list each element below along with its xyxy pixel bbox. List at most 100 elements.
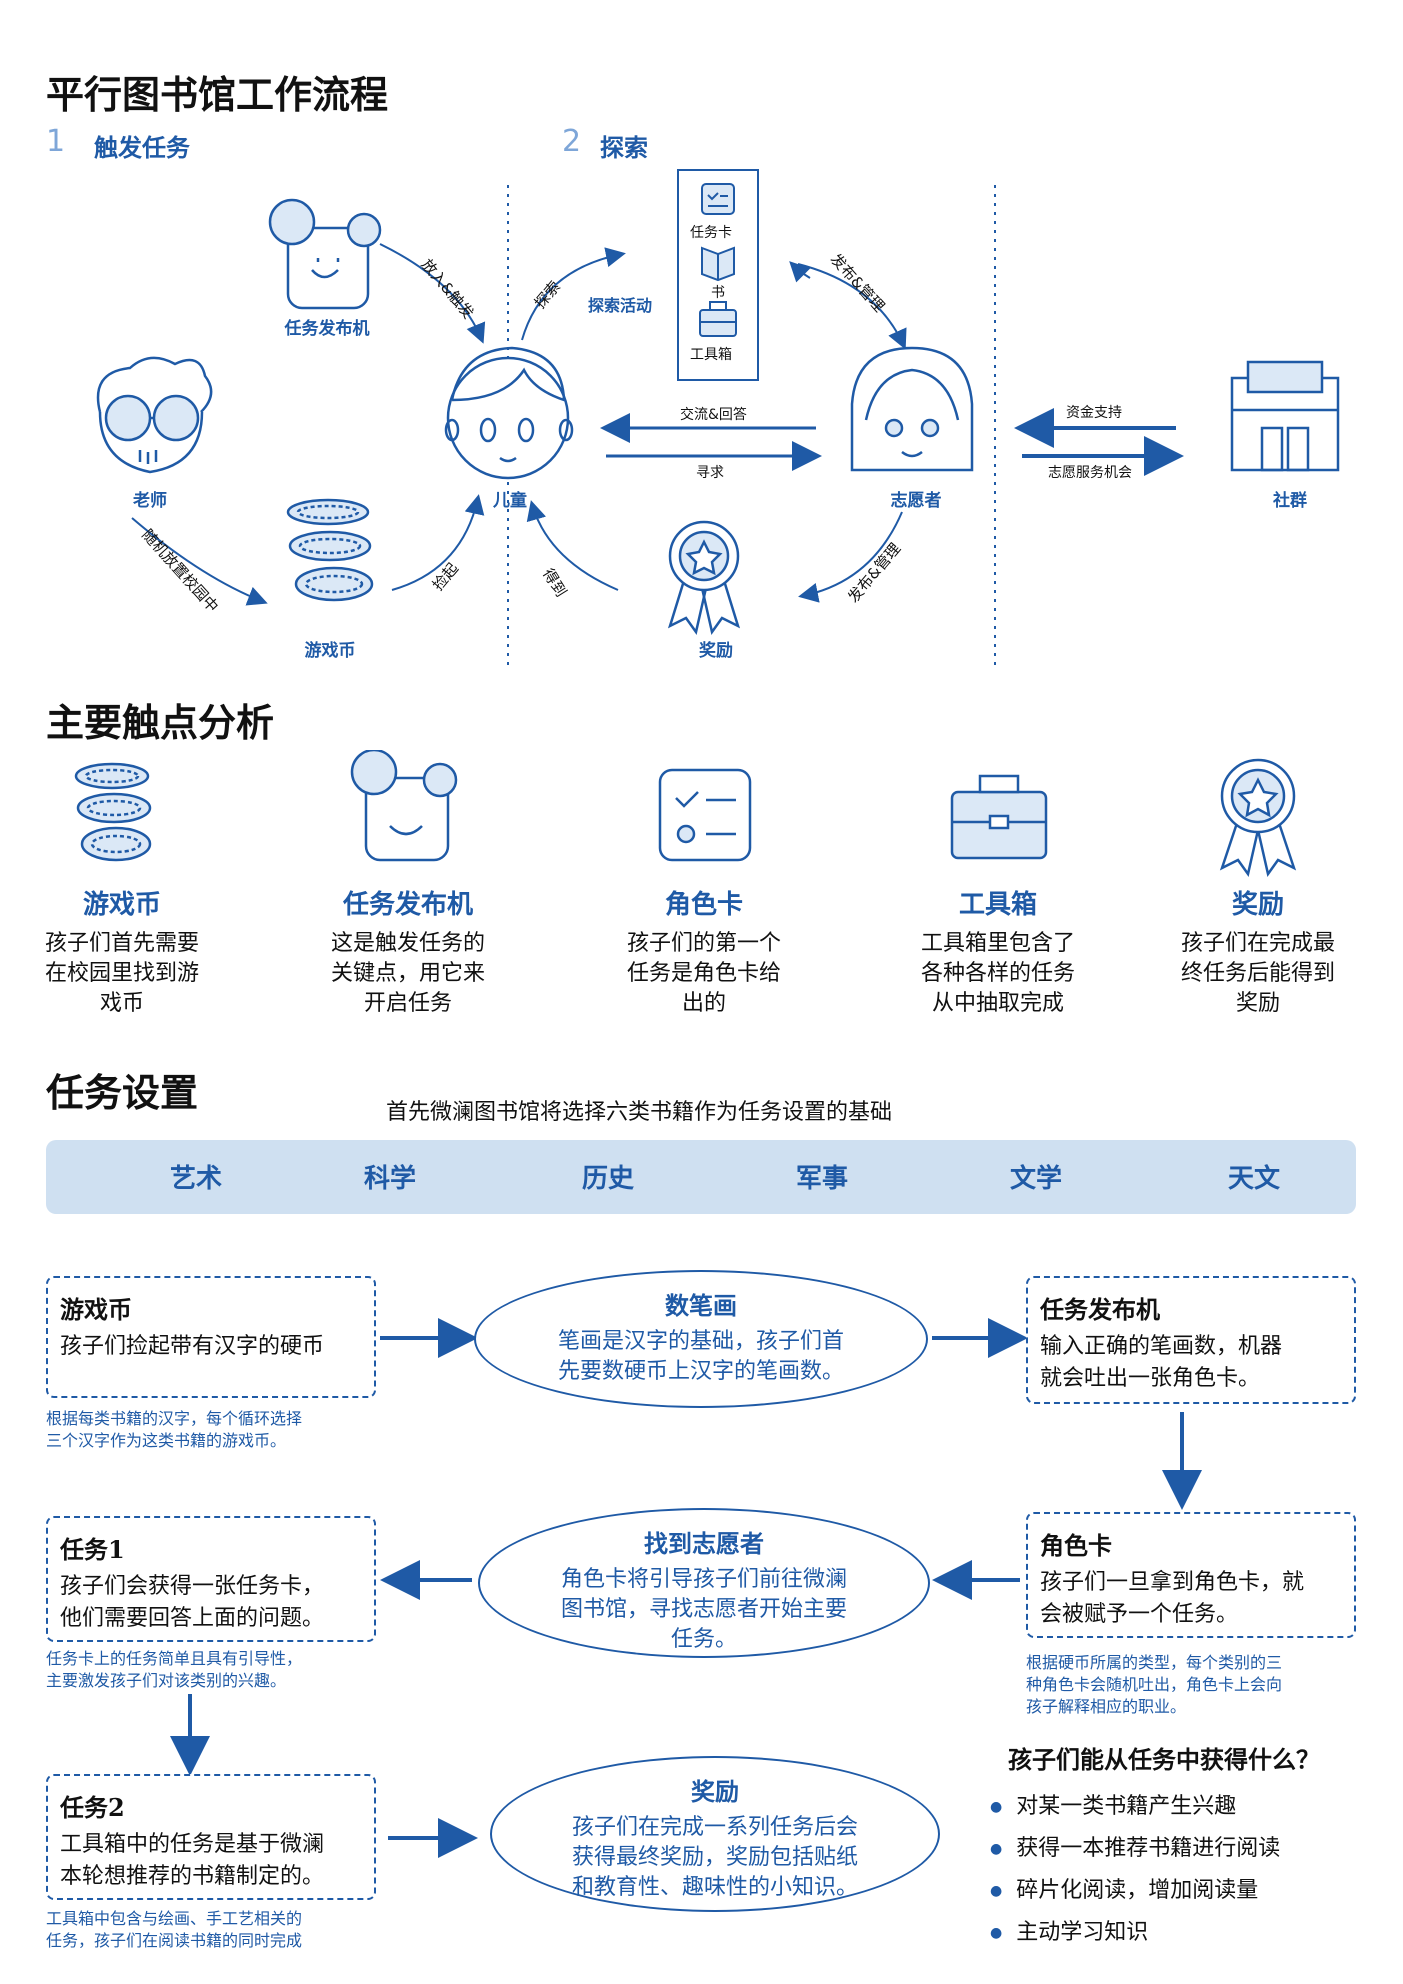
machine-step-box: 任务发布机 输入正确的笔画数，机器 就会吐出一张角色卡。 bbox=[1026, 1276, 1356, 1404]
task-machine-icon bbox=[350, 750, 458, 862]
task1-step-note: 任务卡上的任务简单且具有引导性， 主要激发孩子们对该类别的兴趣。 bbox=[46, 1649, 303, 1690]
task-card-icon bbox=[701, 183, 735, 215]
touchpoint-title: 角色卡 bbox=[664, 890, 743, 920]
task2-step-box: 任务2 工具箱中的任务是基于微澜 本轮想推荐的书籍制定的。 bbox=[46, 1774, 376, 1900]
category-literature: 文学 bbox=[1010, 1164, 1063, 1194]
toolbox-icon bbox=[950, 774, 1048, 860]
coin-step-title: 游戏币 bbox=[60, 1295, 132, 1324]
step-label-trigger: 触发任务 bbox=[94, 133, 190, 162]
task2-step-text: 工具箱中的任务是基于微澜 本轮想推荐的书籍制定的。 bbox=[60, 1832, 325, 1889]
task-machine-icon bbox=[268, 198, 382, 310]
arrow-publish-manage-top bbox=[797, 263, 907, 350]
role-card-step-note: 根据硬币所属的类型，每个类别的三 种角色卡会随机吐出，角色卡上会向 孩子解释相应… bbox=[1026, 1653, 1283, 1716]
book-icon bbox=[701, 246, 735, 282]
child-icon bbox=[444, 346, 574, 480]
coins-icon bbox=[74, 762, 152, 862]
touchpoint-title: 游戏币 bbox=[82, 890, 161, 920]
edge-label-volunteer-opportunity: 志愿服务机会 bbox=[1048, 465, 1132, 481]
role-card-step-title: 角色卡 bbox=[1040, 1531, 1112, 1560]
count-strokes-ellipse: 数笔画 笔画是汉字的基础，孩子们首 先要数硬币上汉字的笔画数。 bbox=[474, 1270, 928, 1408]
find-volunteer-text: 角色卡将引导孩子们前往微澜 图书馆，寻找志愿者开始主要 任务。 bbox=[560, 1567, 847, 1652]
task2-step-title: 任务2 bbox=[60, 1793, 125, 1822]
volunteer-icon bbox=[850, 346, 974, 472]
reward-icon bbox=[667, 520, 741, 635]
touchpoint-role-card: 角色卡 孩子们的第一个 任务是角色卡给 出的 bbox=[604, 884, 804, 1019]
category-science: 科学 bbox=[364, 1164, 417, 1194]
task2-step-note: 工具箱中包含与绘画、手工艺相关的 任务，孩子们在阅读书籍的同时完成 bbox=[46, 1909, 303, 1950]
role-card-step-box: 角色卡 孩子们一旦拿到角色卡，就 会被赋予一个任务。 bbox=[1026, 1512, 1356, 1638]
node-label-coins: 游戏币 bbox=[304, 641, 356, 661]
arrow-pick-up bbox=[391, 494, 485, 591]
arrow-put-trigger bbox=[379, 243, 486, 344]
category-astronomy: 天文 bbox=[1228, 1164, 1281, 1194]
reward-ellipse-title: 奖励 bbox=[691, 1777, 739, 1806]
step-number-2: 2 bbox=[562, 124, 582, 159]
teacher-icon bbox=[96, 356, 213, 474]
category-bar: 艺术 科学 历史 军事 文学 天文 bbox=[46, 1140, 1356, 1214]
edge-label-exchange-answer: 交流&回答 bbox=[680, 407, 747, 423]
gains-item: 碎片化阅读，增加阅读量 bbox=[990, 1870, 1280, 1912]
task1-step-text: 孩子们会获得一张任务卡， 他们需要回答上面的问题。 bbox=[60, 1574, 325, 1631]
section-title-task-setup: 任务设置 bbox=[46, 1070, 199, 1115]
touchpoint-desc: 孩子们的第一个 任务是角色卡给 出的 bbox=[626, 931, 781, 1016]
gains-item: 对某一类书籍产生兴趣 bbox=[990, 1786, 1280, 1828]
edge-label-explore-activity: 探索活动 bbox=[588, 296, 653, 315]
reward-ellipse-text: 孩子们在完成一系列任务后会 获得最终奖励，奖励包括贴纸 和教育性、趣味性的小知识… bbox=[571, 1815, 858, 1900]
role-card-icon bbox=[658, 768, 752, 862]
task1-step-box: 任务1 孩子们会获得一张任务卡， 他们需要回答上面的问题。 bbox=[46, 1516, 376, 1642]
workflow-diagram bbox=[96, 169, 1340, 668]
reward-medal-icon bbox=[1219, 758, 1297, 877]
coin-step-box: 游戏币 孩子们捡起带有汉字的硬币 bbox=[46, 1276, 376, 1398]
panel-label-book: 书 bbox=[711, 285, 725, 301]
touchpoint-title: 奖励 bbox=[1231, 890, 1284, 920]
arrow-obtain bbox=[526, 500, 619, 591]
gains-title: 孩子们能从任务中获得什么？ bbox=[1008, 1745, 1320, 1774]
step-number-1: 1 bbox=[46, 124, 66, 159]
section-title-touchpoints: 主要触点分析 bbox=[46, 700, 275, 745]
coins-icon bbox=[286, 498, 374, 602]
touchpoint-toolbox: 工具箱 工具箱里包含了 各种各样的任务 从中抽取完成 bbox=[898, 884, 1098, 1019]
category-military: 军事 bbox=[796, 1164, 849, 1194]
category-history: 历史 bbox=[582, 1164, 635, 1194]
arrow-publish-manage-top-back bbox=[789, 261, 811, 283]
touchpoint-title: 任务发布机 bbox=[342, 890, 473, 920]
node-label-child: 儿童 bbox=[493, 491, 527, 511]
reward-ellipse: 奖励 孩子们在完成一系列任务后会 获得最终奖励，奖励包括贴纸 和教育性、趣味性的… bbox=[490, 1756, 940, 1912]
arrow-publish-manage-bottom bbox=[798, 511, 903, 603]
machine-step-title: 任务发布机 bbox=[1040, 1295, 1160, 1324]
touchpoint-machine: 任务发布机 这是触发任务的 关键点，用它来 开启任务 bbox=[308, 884, 508, 1019]
step-label-explore: 探索 bbox=[600, 133, 648, 162]
node-label-volunteer: 志愿者 bbox=[890, 491, 942, 511]
gains-list: 对某一类书籍产生兴趣 获得一本推荐书籍进行阅读 碎片化阅读，增加阅读量 主动学习… bbox=[990, 1786, 1280, 1954]
node-label-reward: 奖励 bbox=[699, 641, 733, 661]
coin-step-text: 孩子们捡起带有汉字的硬币 bbox=[60, 1334, 325, 1359]
find-volunteer-title: 找到志愿者 bbox=[644, 1529, 764, 1558]
edge-label-seek: 寻求 bbox=[696, 465, 724, 481]
toolbox-icon bbox=[699, 301, 737, 337]
panel-label-toolbox: 工具箱 bbox=[690, 347, 732, 363]
node-label-teacher: 老师 bbox=[133, 491, 167, 511]
arrow-random-place bbox=[131, 517, 268, 606]
touchpoint-reward: 奖励 孩子们在完成最 终任务后能得到 奖励 bbox=[1158, 884, 1358, 1019]
task-setup-subtitle: 首先微澜图书馆将选择六类书籍作为任务设置的基础 bbox=[386, 1100, 893, 1125]
role-card-step-text: 孩子们一旦拿到角色卡，就 会被赋予一个任务。 bbox=[1040, 1570, 1305, 1627]
panel-label-card: 任务卡 bbox=[690, 225, 732, 241]
edge-label-funding: 资金支持 bbox=[1066, 405, 1122, 421]
gains-item: 获得一本推荐书籍进行阅读 bbox=[990, 1828, 1280, 1870]
touchpoint-coins: 游戏币 孩子们首先需要 在校园里找到游 戏币 bbox=[22, 884, 222, 1019]
machine-step-text: 输入正确的笔画数，机器 就会吐出一张角色卡。 bbox=[1040, 1334, 1283, 1391]
coin-step-note: 根据每类书籍的汉字，每个循环选择 三个汉字作为这类书籍的游戏币。 bbox=[46, 1409, 303, 1450]
touchpoint-desc: 孩子们首先需要 在校园里找到游 戏币 bbox=[44, 931, 199, 1016]
category-art: 艺术 bbox=[170, 1164, 223, 1194]
touchpoint-title: 工具箱 bbox=[958, 890, 1037, 920]
task-flow-arrows bbox=[170, 1318, 1202, 1858]
section-title-workflow: 平行图书馆工作流程 bbox=[46, 72, 389, 117]
touchpoint-desc: 这是触发任务的 关键点，用它来 开启任务 bbox=[330, 931, 485, 1016]
gains-item: 主动学习知识 bbox=[990, 1912, 1280, 1954]
node-label-community: 社群 bbox=[1273, 491, 1307, 511]
touchpoint-desc: 工具箱里包含了 各种各样的任务 从中抽取完成 bbox=[920, 931, 1075, 1016]
task1-step-title: 任务1 bbox=[60, 1535, 125, 1564]
node-label-machine: 任务发布机 bbox=[284, 319, 370, 339]
find-volunteer-ellipse: 找到志愿者 角色卡将引导孩子们前往微澜 图书馆，寻找志愿者开始主要 任务。 bbox=[478, 1508, 930, 1658]
count-strokes-title: 数笔画 bbox=[665, 1291, 737, 1320]
